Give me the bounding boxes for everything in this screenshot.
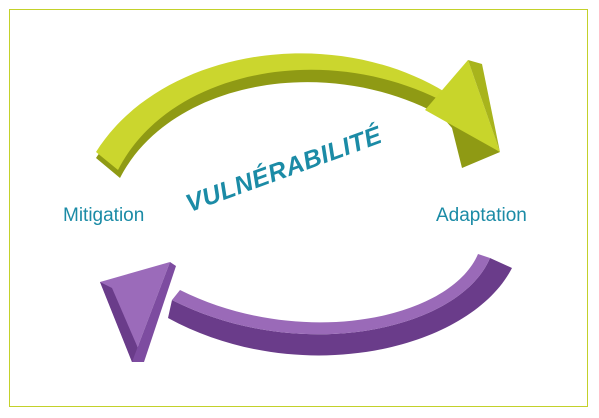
green-arrow — [96, 53, 500, 178]
adaptation-label: Adaptation — [436, 205, 527, 226]
purple-arrow — [100, 254, 512, 362]
mitigation-label: Mitigation — [63, 205, 145, 226]
